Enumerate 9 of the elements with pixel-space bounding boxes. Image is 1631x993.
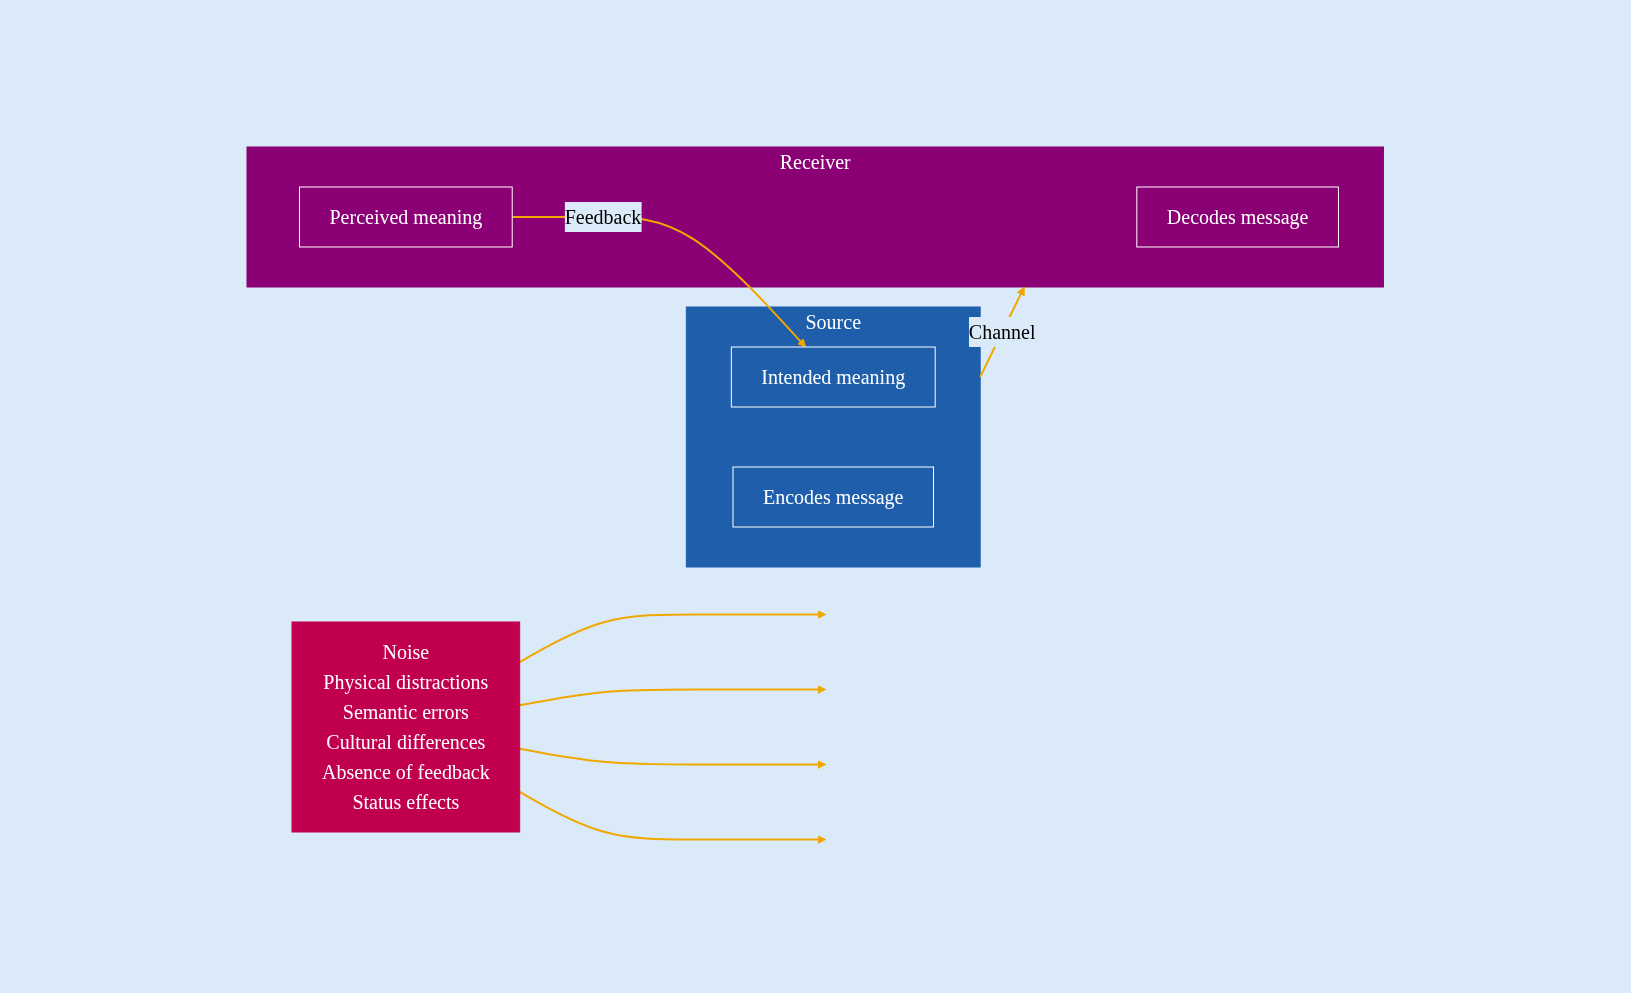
arrow — [518, 747, 827, 769]
arrow — [518, 684, 827, 706]
arrow — [518, 790, 827, 844]
process-box: Encodes message — [732, 466, 935, 527]
process-box: Decodes message — [1136, 186, 1340, 247]
process-box: Perceived meaning — [299, 186, 513, 247]
process-box: Noise Physical distractions Semantic errors Cultural differences Absence of feedback Status effects — [291, 621, 521, 832]
arrow — [518, 609, 827, 663]
process-box: Intended meaning — [731, 346, 936, 407]
